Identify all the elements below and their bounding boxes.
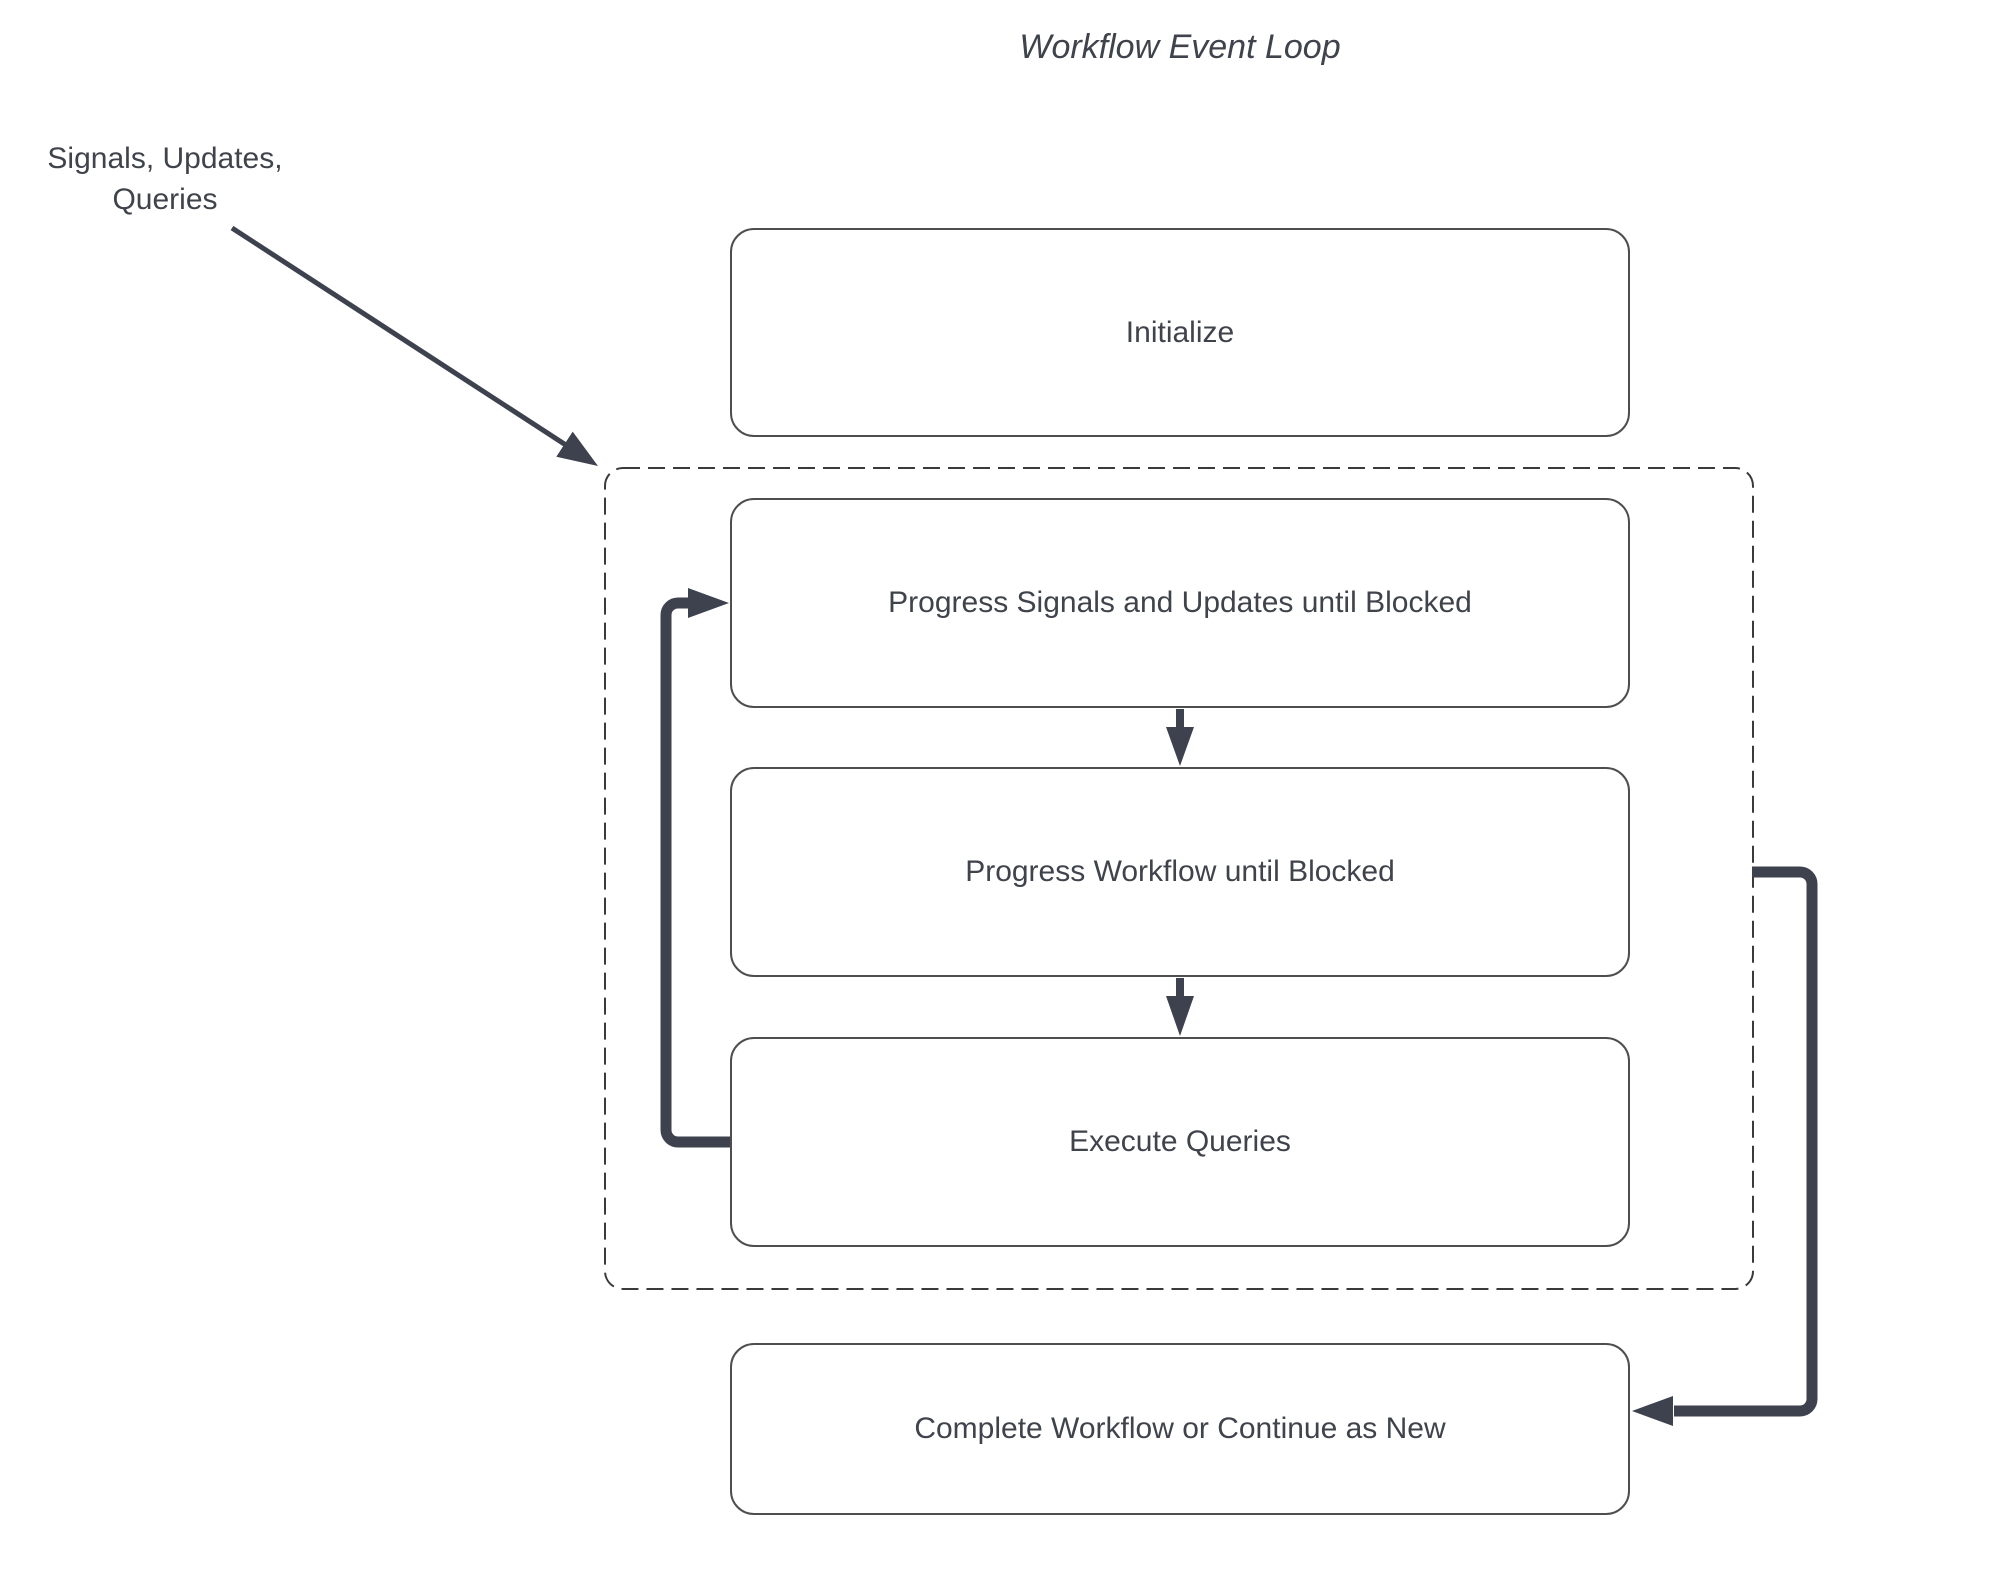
arrow-workflow-to-queries [1166, 978, 1194, 1036]
loop-back-connector [660, 588, 730, 1148]
external-events-label-line1: Signals, Updates, [47, 142, 283, 175]
exit-connector [1632, 866, 1818, 1426]
signals-entry-arrow [230, 225, 598, 466]
node-complete-workflow: Complete Workflow or Continue as New [730, 1343, 1630, 1515]
node-progress-signals-updates-label: Progress Signals and Updates until Block… [888, 586, 1472, 619]
node-initialize: Initialize [730, 228, 1630, 437]
node-execute-queries-label: Execute Queries [1069, 1125, 1291, 1158]
node-execute-queries: Execute Queries [730, 1037, 1630, 1247]
diagram-title: Workflow Event Loop [1019, 28, 1341, 66]
node-progress-workflow: Progress Workflow until Blocked [730, 767, 1630, 977]
node-initialize-label: Initialize [1125, 315, 1235, 349]
external-events-label-line2: Queries [112, 183, 218, 216]
node-complete-workflow-label: Complete Workflow or Continue as New [914, 1412, 1446, 1445]
external-events-label: Signals, Updates, Queries [20, 138, 310, 220]
node-progress-workflow-label: Progress Workflow until Blocked [965, 855, 1395, 888]
arrow-signals-to-workflow [1166, 709, 1194, 766]
node-progress-signals-updates: Progress Signals and Updates until Block… [730, 498, 1630, 708]
